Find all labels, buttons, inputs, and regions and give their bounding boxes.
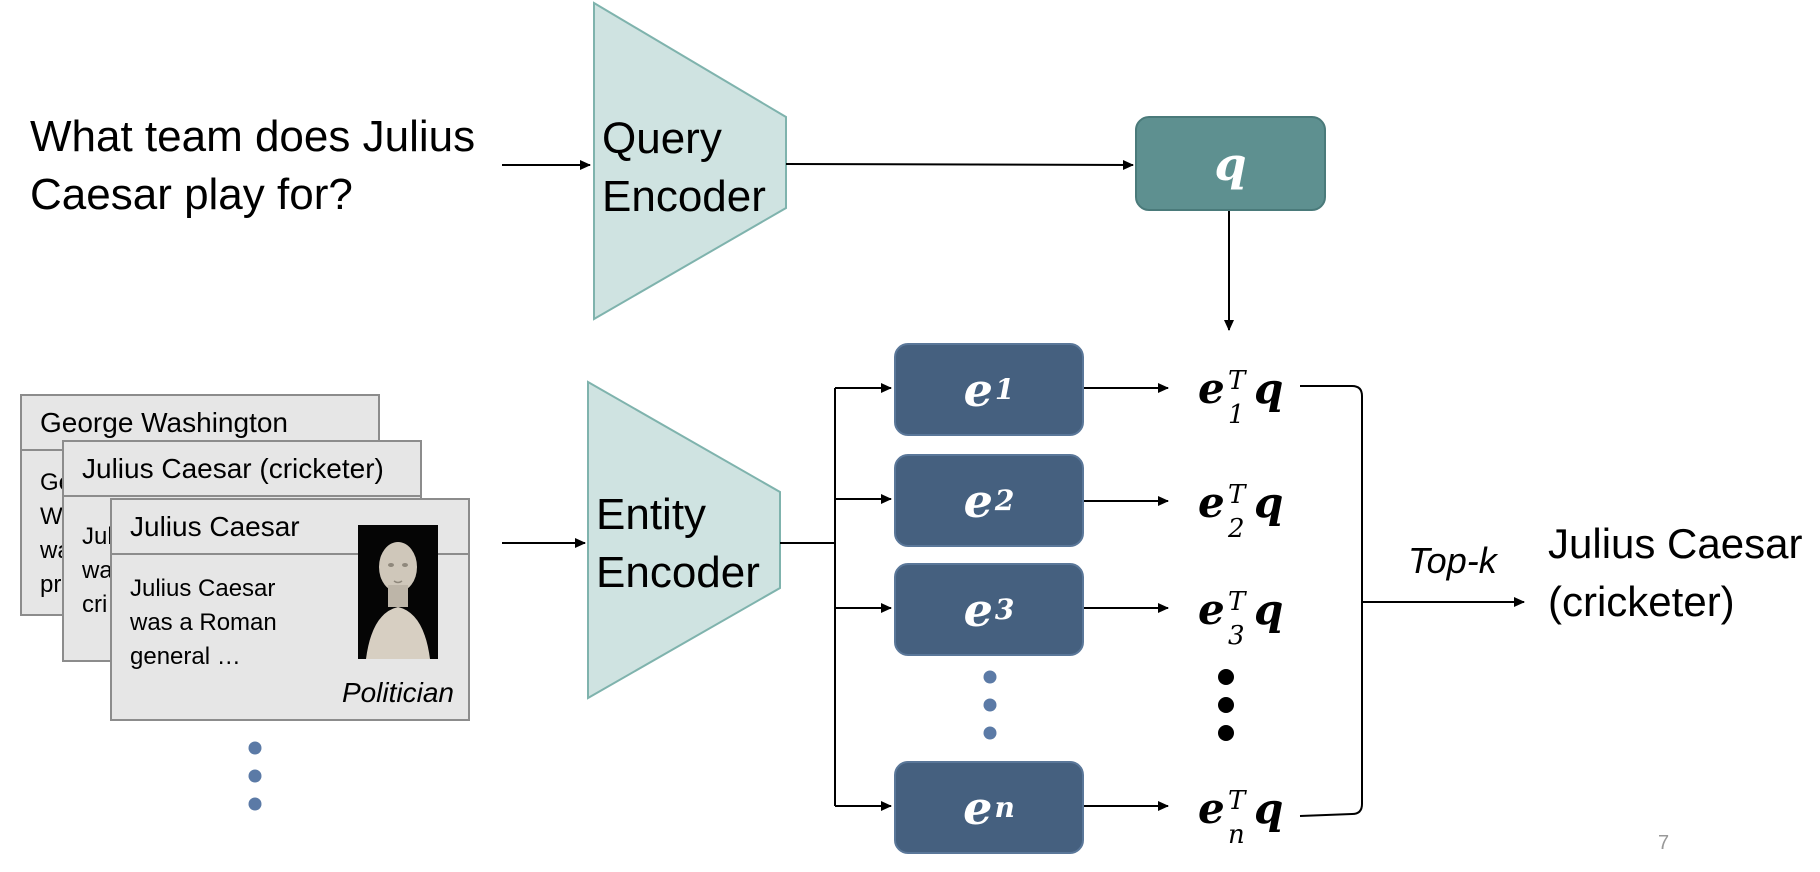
entity-vector-index: 2 — [994, 484, 1015, 517]
score-e: e — [1198, 478, 1225, 527]
score-index: n — [1228, 820, 1245, 850]
julius-caesar-bust-photo — [358, 525, 438, 659]
query-encoder-label: Query Encoder — [602, 110, 766, 226]
entity-vector-symbol: e — [963, 473, 993, 528]
card-ellipsis-dot-1 — [248, 741, 262, 755]
card-body-line: general … — [130, 643, 241, 670]
entity-card-body: Jul wa cri — [82, 520, 142, 622]
portrait-icon — [358, 525, 438, 659]
card-body-fragment: pr — [40, 571, 62, 598]
entity-encoder-line-1: Entity — [596, 490, 707, 539]
score-index: 3 — [1228, 621, 1245, 651]
card-body-fragment: Jul — [82, 523, 113, 550]
entity-vector-symbol: e — [963, 582, 993, 637]
result-line-2: (cricketer) — [1548, 578, 1735, 625]
score-2: e T 2 q — [1198, 478, 1283, 544]
score-q: q — [1254, 364, 1284, 413]
card-body-fragment: W — [40, 503, 63, 530]
score-ellipsis-dot-3 — [1218, 725, 1234, 741]
entity-vector-index: n — [994, 791, 1015, 824]
query-text: What team does Julius Caesar play for? — [30, 108, 510, 224]
query-line-2: Caesar play for? — [30, 170, 353, 219]
query-encoder-shape — [593, 1, 787, 321]
entity-vector-index: 3 — [994, 593, 1015, 626]
score-e: e — [1198, 585, 1225, 634]
result-text: Julius Caesar (cricketer) — [1548, 515, 1802, 631]
entity-encoder-label: Entity Encoder — [596, 486, 760, 602]
query-line-1: What team does Julius — [30, 112, 476, 161]
query-vector-box: q — [1135, 116, 1326, 211]
score-transpose: T — [1228, 480, 1246, 510]
topk-bracket — [1299, 385, 1363, 817]
card-ellipsis-dot-3 — [248, 797, 262, 811]
entity-encoder-shape — [587, 380, 781, 700]
score-q: q — [1254, 478, 1284, 527]
result-line-1: Julius Caesar — [1548, 520, 1803, 567]
e-ellipsis-dot-1 — [983, 670, 997, 684]
score-transpose: T — [1228, 366, 1246, 396]
entity-type-label: Politician — [341, 677, 454, 708]
score-3: e T 3 q — [1198, 585, 1283, 651]
score-e: e — [1198, 784, 1225, 833]
score-e: e — [1198, 364, 1225, 413]
encoder-to-q-arrow — [785, 159, 1134, 170]
entity-card-title: Julius Caesar — [112, 500, 468, 555]
score-transpose: T — [1228, 786, 1246, 816]
query-vector-symbol: q — [1214, 136, 1247, 191]
score-n: e T n q — [1198, 784, 1283, 850]
card-body-fragment: cri — [82, 591, 108, 618]
entity-card-front: Julius Caesar Julius Caesar was a Roman … — [110, 498, 470, 721]
score-q: q — [1254, 784, 1284, 833]
score-index: 1 — [1228, 400, 1245, 430]
e-ellipsis-dot-3 — [983, 726, 997, 740]
entity-vector-symbol: e — [963, 362, 993, 417]
score-q: q — [1254, 585, 1284, 634]
score-index: 2 — [1228, 514, 1245, 544]
page-number: 7 — [1658, 832, 1670, 854]
card-body-line: Julius Caesar — [130, 575, 276, 602]
card-body-line: was a Roman — [130, 609, 277, 636]
card-body-fragment: wa — [82, 557, 113, 584]
score-ellipsis-dot-1 — [1218, 669, 1234, 685]
card-ellipsis-dot-2 — [248, 769, 262, 783]
query-encoder-line-1: Query — [602, 114, 722, 163]
entity-encoder-line-2: Encoder — [596, 548, 760, 597]
entity-card-title: Julius Caesar (cricketer) — [64, 442, 420, 497]
query-encoder-line-2: Encoder — [602, 172, 766, 221]
topk-label: Top-k — [1408, 540, 1497, 581]
entity-vector-index: 1 — [994, 373, 1015, 406]
score-ellipsis-dot-2 — [1218, 697, 1234, 713]
entity-card-body: Julius Caesar was a Roman general … — [130, 572, 310, 674]
score-transpose: T — [1228, 587, 1246, 617]
entity-vector-symbol: e — [963, 780, 993, 835]
e-ellipsis-dot-2 — [983, 698, 997, 712]
score-1: e T 1 q — [1198, 364, 1283, 430]
